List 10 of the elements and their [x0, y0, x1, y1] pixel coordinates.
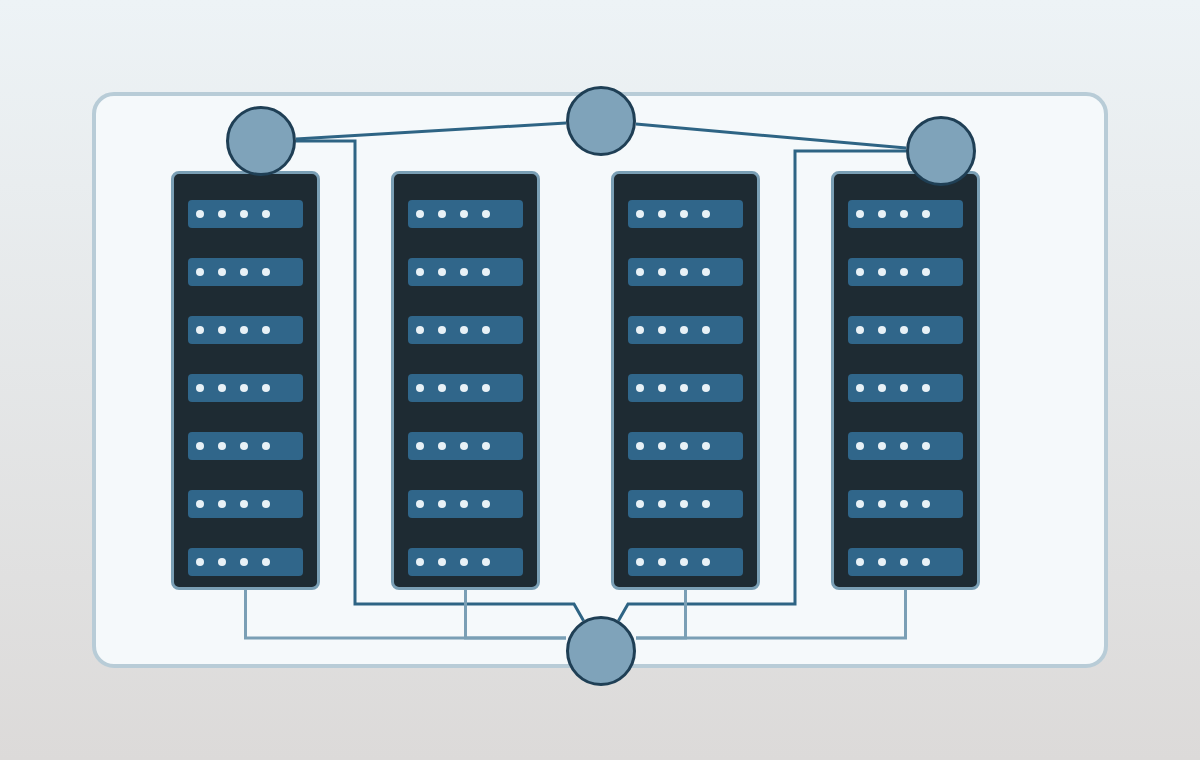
connector-line [464, 590, 566, 640]
connector-line [295, 121, 567, 141]
connector-line [635, 122, 907, 150]
server-rack [831, 171, 980, 590]
connector-line [636, 590, 907, 640]
connector-line [296, 139, 585, 622]
server-rack [391, 171, 540, 590]
connector-line [617, 149, 906, 622]
server-rack [611, 171, 760, 590]
server-rack [171, 171, 320, 590]
